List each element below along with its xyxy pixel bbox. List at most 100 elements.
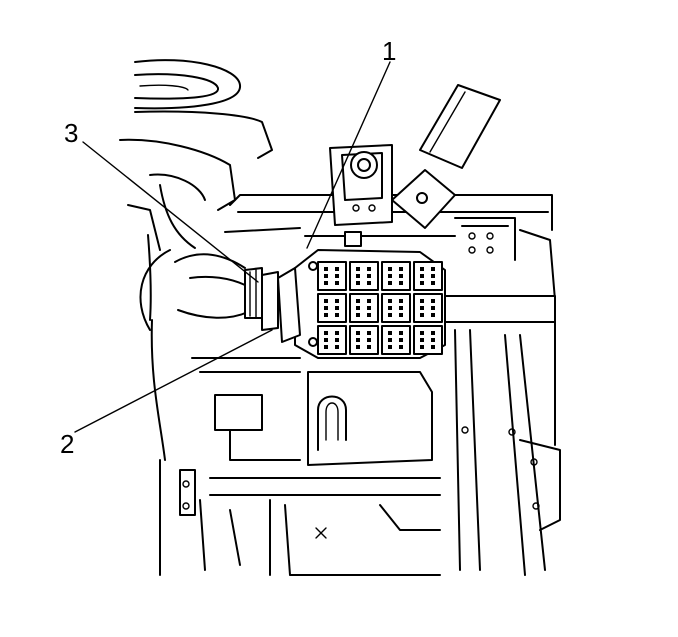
connector-pin [335, 306, 339, 310]
mount-bracket [329, 144, 393, 247]
connector-pin [367, 274, 371, 278]
connector-cell [349, 293, 379, 323]
wiring-harness [139, 249, 301, 343]
connector-cell [381, 325, 411, 355]
connector-pin [399, 345, 403, 349]
connector-pin [356, 281, 360, 285]
connector-pin [420, 274, 424, 278]
connector-pin [399, 299, 403, 303]
connector-pin [335, 338, 339, 342]
connector-pin [399, 331, 403, 335]
connector-pin [388, 267, 392, 271]
connector-cell [381, 293, 411, 323]
connector-pin [399, 281, 403, 285]
module-cover [307, 371, 433, 466]
connector-pin [388, 345, 392, 349]
connector-pin [399, 338, 403, 342]
connector-pin [324, 267, 328, 271]
connector-pin [431, 338, 435, 342]
connector-pin [399, 313, 403, 317]
connector-cell [413, 261, 443, 291]
connector-pin [356, 274, 360, 278]
connector-pin [335, 345, 339, 349]
connector-pin [335, 299, 339, 303]
leader-line-1 [306, 61, 391, 249]
connector-pin [388, 313, 392, 317]
connector-pin [388, 299, 392, 303]
connector-pin [399, 306, 403, 310]
connector-pin [388, 306, 392, 310]
connector-cell [317, 325, 347, 355]
callout-3: 3 [64, 118, 78, 148]
connector-pin [431, 299, 435, 303]
connector-pin [335, 313, 339, 317]
connector-pin [356, 338, 360, 342]
leader-lines [74, 61, 391, 433]
connector-pin [420, 267, 424, 271]
connector-pin [324, 345, 328, 349]
connector-pin [388, 281, 392, 285]
connector-pin [367, 345, 371, 349]
connector-pin [324, 338, 328, 342]
connector-pin [431, 331, 435, 335]
connector-cell [317, 293, 347, 323]
drive-shaft [439, 295, 556, 323]
connector-pin [388, 274, 392, 278]
diagonal-strut [391, 84, 501, 229]
connector-pin [431, 281, 435, 285]
connector-pin [388, 331, 392, 335]
connector-pin [324, 306, 328, 310]
connector-pin [335, 281, 339, 285]
connector-pin [420, 345, 424, 349]
connector-pin [420, 306, 424, 310]
callout-2: 2 [60, 429, 74, 459]
connector-pin [324, 299, 328, 303]
connector-pin [367, 338, 371, 342]
connector-pin [356, 345, 360, 349]
connector-pin [356, 313, 360, 317]
connector-pin [399, 267, 403, 271]
connector-pin [420, 299, 424, 303]
left-bracket [119, 138, 236, 461]
connector-pin [420, 313, 424, 317]
control-module [294, 249, 446, 359]
connector-pin [420, 331, 424, 335]
callout-1: 1 [382, 36, 396, 66]
connector-pin [388, 338, 392, 342]
connector-pin [367, 306, 371, 310]
connector-cell [349, 261, 379, 291]
connector-cell [413, 293, 443, 323]
connector-pin [356, 306, 360, 310]
leader-line-3 [82, 141, 259, 283]
connector-pin [356, 299, 360, 303]
connector-cell [381, 261, 411, 291]
connector-pin [356, 331, 360, 335]
connector-pin [431, 313, 435, 317]
lower-frame [159, 357, 441, 576]
connector-cell [317, 261, 347, 291]
upper-frame-rail [224, 194, 553, 237]
connector-pin [324, 274, 328, 278]
connector-pin [335, 274, 339, 278]
round-housing [134, 59, 273, 159]
connector-pin [367, 299, 371, 303]
connector-cell [349, 325, 379, 355]
right-frame [454, 217, 561, 576]
connector-pin [367, 331, 371, 335]
connector-pin [431, 274, 435, 278]
connector-pin [324, 313, 328, 317]
leader-line-2 [74, 329, 273, 433]
connector-pin [431, 267, 435, 271]
connector-pin [324, 331, 328, 335]
connector-pin [356, 267, 360, 271]
connector-pin [431, 345, 435, 349]
connector-pin [367, 267, 371, 271]
connector-cell [413, 325, 443, 355]
connector-pin [367, 313, 371, 317]
connector-pin [335, 267, 339, 271]
connector-pin [420, 281, 424, 285]
connector-pin [420, 338, 424, 342]
connector-pin [324, 281, 328, 285]
